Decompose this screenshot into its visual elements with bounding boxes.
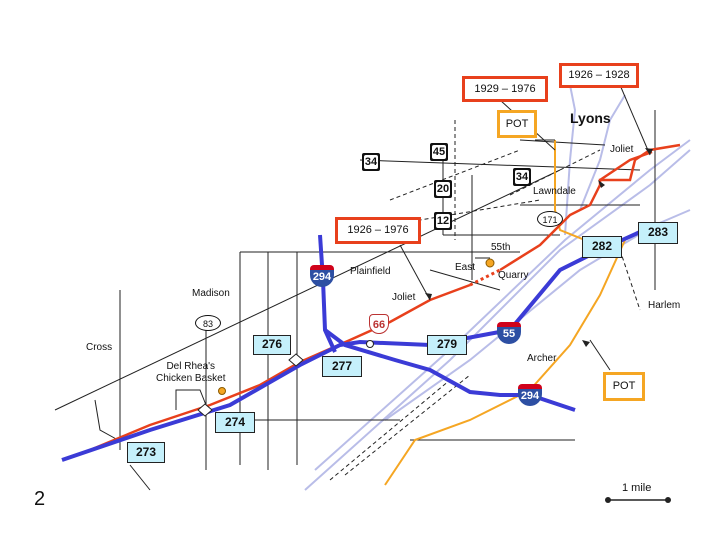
i55-shield-band xyxy=(497,322,521,327)
arrow-1926-76 xyxy=(425,293,432,300)
i294-shield-bottom-band xyxy=(518,384,542,389)
road-34 xyxy=(359,159,641,171)
exit-273: 273 xyxy=(127,442,165,463)
route66-line xyxy=(89,143,681,452)
scale-label: 1 mile xyxy=(622,482,652,494)
dash-7 xyxy=(389,199,541,226)
exit-274: 274 xyxy=(215,412,255,433)
label-lawndale: Lawndale xyxy=(533,186,576,197)
us34-number-left: 34 xyxy=(364,155,378,169)
i294-shield-bottom: 294 xyxy=(518,384,542,406)
il171-shield: 171 xyxy=(537,211,563,227)
delrhea-marker xyxy=(218,387,226,395)
waterways xyxy=(304,84,691,491)
exit-277: 277 xyxy=(322,356,362,377)
us34-shield-right: 34 xyxy=(513,168,531,186)
road-h3 xyxy=(519,139,606,146)
waterway-1 xyxy=(304,149,691,491)
interchange-marker xyxy=(366,340,374,348)
us20-shield: 20 xyxy=(434,180,452,198)
page-number: 2 xyxy=(34,488,46,510)
label-cross: Cross xyxy=(86,342,113,353)
i294-shield-top-number: 294 xyxy=(310,270,334,287)
exit-282: 282 xyxy=(582,236,622,258)
dash-1 xyxy=(389,149,521,201)
road-s1 xyxy=(129,464,151,491)
label-madison: Madison xyxy=(192,288,230,299)
waterway-5 xyxy=(579,94,626,211)
label-joliet-ne: Joliet xyxy=(610,144,634,155)
interchange-diamond-2 xyxy=(288,353,304,367)
pot-label-top: POT xyxy=(497,110,537,138)
arrow-1926-28 xyxy=(645,148,653,155)
route66-main xyxy=(89,283,471,452)
leader-1926-28 xyxy=(619,84,651,156)
exit-279: 279 xyxy=(427,335,467,355)
scale-end-right xyxy=(665,497,671,503)
il83-shield: 83 xyxy=(195,315,221,331)
dash-5 xyxy=(329,379,451,481)
us12-number: 12 xyxy=(436,214,450,228)
waterway-4 xyxy=(564,84,577,236)
date-box-1926-1928: 1926 – 1928 xyxy=(559,63,639,88)
waterway-3 xyxy=(384,209,691,421)
pot-label-bottom: POT xyxy=(603,372,645,401)
i294-shield-top: 294 xyxy=(310,265,334,287)
date-box-1929-1976: 1929 – 1976 xyxy=(462,76,548,102)
i294-north xyxy=(318,234,337,353)
route66-shield: 66 xyxy=(369,314,389,334)
label-archer: Archer xyxy=(527,353,557,364)
us20-number: 20 xyxy=(436,182,450,196)
scale-end-left xyxy=(605,497,611,503)
i55-shield-number: 55 xyxy=(497,327,521,344)
arrow-pot xyxy=(582,340,590,347)
label-55th: 55th xyxy=(491,242,511,253)
leader-pot xyxy=(589,339,611,371)
label-joliet-mid: Joliet xyxy=(392,292,416,303)
label-east: East xyxy=(455,262,476,273)
date-box-1926-1976: 1926 – 1976 xyxy=(335,217,421,244)
waterway-2 xyxy=(314,139,691,471)
us34-number-right: 34 xyxy=(515,170,529,184)
leader-1926-76 xyxy=(399,244,431,301)
route66-1926 xyxy=(599,150,653,182)
i294-shield-top-band xyxy=(310,265,334,270)
label-del-rheas: Del Rhea's Chicken Basket xyxy=(156,361,226,384)
label-plainfield: Plainfield xyxy=(350,266,391,277)
arrow-1929 xyxy=(598,180,605,188)
label-harlem: Harlem xyxy=(648,300,681,311)
exit-276: 276 xyxy=(253,335,291,355)
i55-shield: 55 xyxy=(497,322,521,344)
dash-4 xyxy=(619,249,641,311)
road-delrhea xyxy=(175,389,207,410)
us45-number: 45 xyxy=(432,145,446,159)
scale-bar xyxy=(605,497,671,503)
label-lyons: Lyons xyxy=(570,110,611,126)
road-diag-1 xyxy=(54,169,561,411)
interchange-diamond-1 xyxy=(197,403,213,417)
road-quarry xyxy=(429,269,501,291)
exit-283: 283 xyxy=(638,222,678,244)
us45-shield: 45 xyxy=(430,143,448,161)
dash-6 xyxy=(344,374,471,476)
label-quarry: Quarry xyxy=(498,270,529,281)
us12-shield: 12 xyxy=(434,212,452,230)
quarry-marker xyxy=(485,258,495,268)
arrowheads xyxy=(425,148,653,347)
road-cross-loop xyxy=(94,399,119,441)
pot-route xyxy=(384,140,626,486)
i294-shield-bottom-number: 294 xyxy=(518,389,542,406)
us34-shield-left: 34 xyxy=(362,153,380,171)
